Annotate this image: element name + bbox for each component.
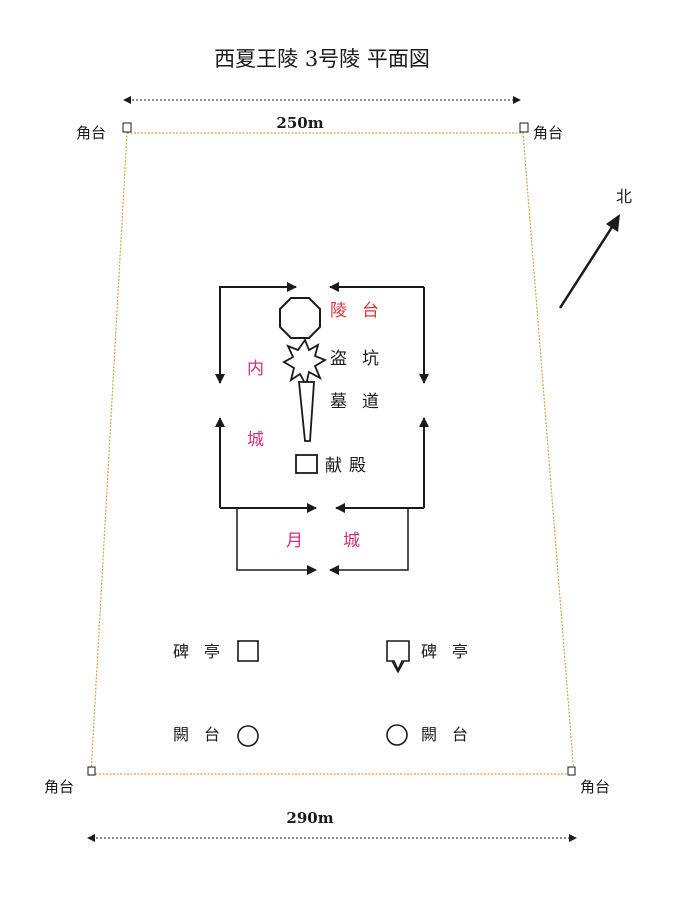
moon-city-outline <box>236 508 409 575</box>
label-bei-right: 碑 <box>421 642 437 661</box>
label-dao: 盗 <box>330 349 347 369</box>
top-dimension-label: 250m <box>276 114 323 132</box>
label-ling-tai: 台 <box>362 301 379 321</box>
label-mu-dao: 道 <box>362 392 379 412</box>
octagon-mound-icon <box>279 297 321 339</box>
label-que-right: 闕 <box>421 725 437 744</box>
corner-label-tr: 角台 <box>533 124 563 142</box>
corner-tower-bl <box>87 766 96 776</box>
north-label: 北 <box>616 187 632 206</box>
label-cheng: 城 <box>247 430 264 450</box>
label-nei: 内 <box>247 359 264 379</box>
que-tower-left <box>237 725 259 747</box>
corner-label-br: 角台 <box>580 778 610 796</box>
corner-tower-br <box>567 766 576 776</box>
label-ling: 陵 <box>330 301 347 321</box>
stele-pavilion-right-notch <box>391 660 405 674</box>
label-yue-cheng: 城 <box>343 531 360 551</box>
label-que-tai-right: 台 <box>452 725 468 744</box>
sacrificial-hall <box>295 454 318 474</box>
label-xian: 献 <box>325 456 342 476</box>
corner-label-bl: 角台 <box>44 778 74 796</box>
outer-wall <box>90 132 575 775</box>
page-title: 西夏王陵 3号陵 平面図 <box>214 47 430 71</box>
label-bei-left: 碑 <box>173 642 189 661</box>
que-tower-right <box>386 724 408 746</box>
starburst-pit-icon <box>282 338 328 388</box>
label-dao-keng: 坑 <box>362 349 379 369</box>
label-xian-dian: 殿 <box>349 456 366 476</box>
bottom-dimension-label: 290m <box>286 809 333 827</box>
tomb-passage <box>298 381 315 442</box>
stele-pavilion-left <box>237 640 259 662</box>
label-que-left: 闕 <box>173 725 189 744</box>
label-que-tai-left: 台 <box>204 725 220 744</box>
corner-label-tl: 角台 <box>76 124 106 142</box>
inner-city-outline <box>215 282 429 513</box>
label-yue: 月 <box>286 531 303 551</box>
corner-tower-tr <box>519 122 529 133</box>
stele-pavilion-right <box>386 640 410 672</box>
north-arrow-icon <box>558 214 620 309</box>
label-ting-left: 亭 <box>204 642 220 661</box>
corner-tower-tl <box>122 122 132 133</box>
label-mu: 墓 <box>330 392 347 412</box>
label-ting-right: 亭 <box>452 642 468 661</box>
